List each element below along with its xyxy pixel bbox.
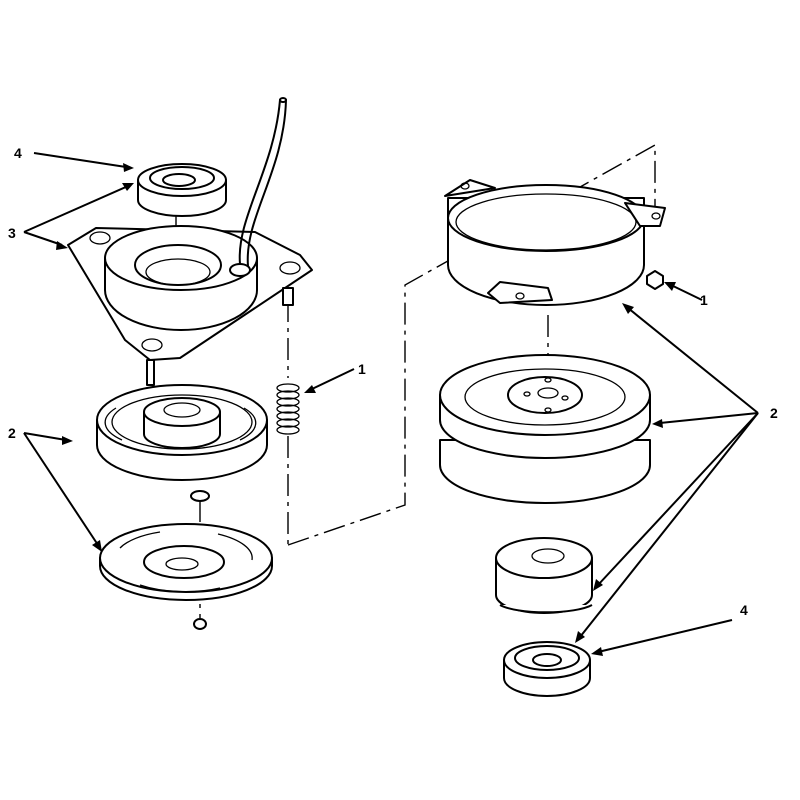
spring-left — [276, 383, 300, 435]
double-pulley-right — [439, 354, 651, 504]
callout-2-rotor-left: 2 — [8, 425, 16, 441]
callout-3-housing: 3 — [8, 225, 16, 241]
rotor-cup-left — [96, 359, 268, 481]
callout-4-bearing-left: 4 — [14, 145, 22, 161]
callout-1-spring: 1 — [358, 361, 366, 377]
brake-ring-right — [444, 179, 666, 306]
callout-1-nut: 1 — [700, 292, 708, 308]
bearing-bottom-right — [503, 641, 591, 697]
rivet-left — [190, 490, 210, 502]
leader-lines — [23, 152, 759, 656]
callout-2-pulley-right: 2 — [770, 405, 778, 421]
bearing-top-left — [137, 163, 227, 217]
callout-4-bearing-right: 4 — [740, 602, 748, 618]
nut-right — [646, 270, 664, 290]
armature-plate-left — [99, 523, 273, 630]
field-coil-housing — [67, 97, 313, 361]
hub-right — [495, 537, 593, 614]
